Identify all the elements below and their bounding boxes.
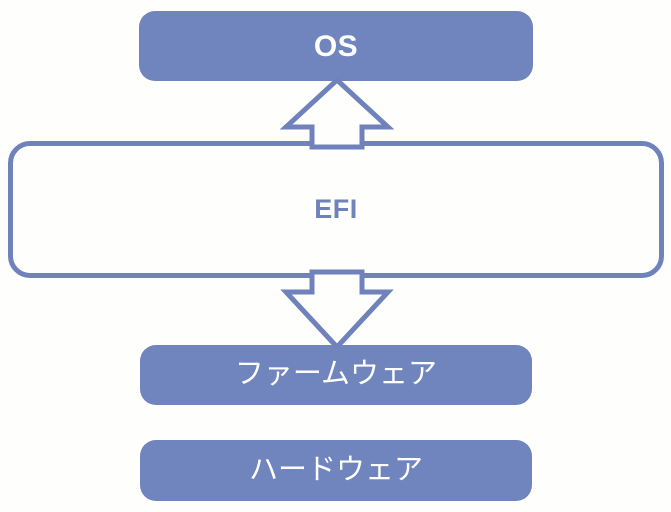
node-efi[interactable]: EFI [8,141,664,278]
node-firmware[interactable]: ファームウェア [140,345,532,405]
node-firmware-label: ファームウェア [234,358,438,391]
node-hardware[interactable]: ハードウェア [140,440,532,501]
node-efi-label: EFI [314,193,358,224]
node-os-label: OS [313,29,359,63]
arrow-efi-to-os [279,76,395,150]
node-os[interactable]: OS [139,11,533,81]
node-hardware-label: ハードウェア [248,453,423,486]
arrow-efi-to-firmware [280,269,394,351]
